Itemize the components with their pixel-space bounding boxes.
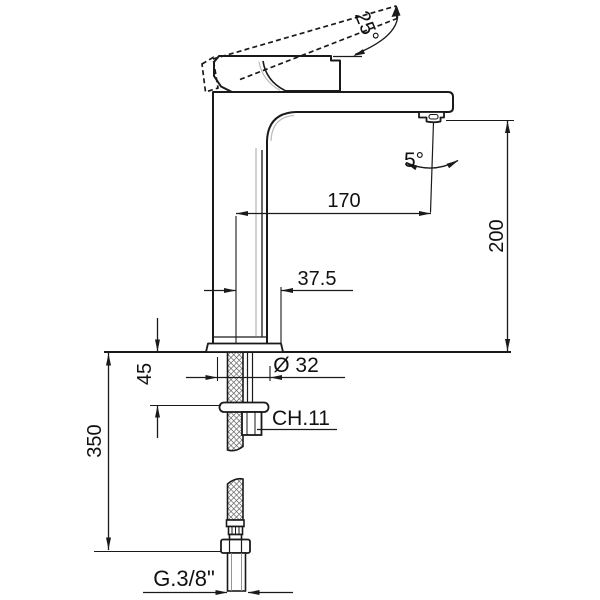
- label-wrench-size: CH.11: [272, 407, 330, 430]
- dim-wrench-size: CH.11: [257, 407, 337, 431]
- dim-spout-angle: 5°: [404, 121, 459, 213]
- thread-end-tube: [226, 552, 247, 592]
- label-spout-reach: 170: [327, 190, 360, 212]
- aerator: [418, 111, 445, 124]
- label-under-counter: 45: [134, 363, 156, 385]
- dim-hose-length: 350: [84, 353, 221, 553]
- dim-spout-reach: 170: [235, 190, 431, 343]
- mounting-washer: [218, 401, 270, 413]
- dim-center-to-edge: 37.5: [204, 268, 353, 343]
- hose-crimp-connector: [225, 519, 245, 541]
- lever-handle: [213, 55, 341, 93]
- label-hole-diameter: Ø 32: [273, 354, 319, 377]
- label-handle-angle: 25°: [350, 8, 383, 46]
- label-thread: G.3/8": [153, 566, 215, 591]
- label-spout-height: 200: [486, 219, 508, 252]
- base-flange: [205, 342, 284, 353]
- dim-thread: G.3/8": [143, 566, 293, 595]
- supply-hose-lower: [226, 477, 244, 521]
- label-spout-angle: 5°: [404, 149, 424, 172]
- label-hose-length: 350: [84, 424, 106, 457]
- mounting-nut: [241, 411, 263, 436]
- label-center-to-edge: 37.5: [298, 268, 337, 290]
- dim-spout-height: 200: [446, 119, 514, 351]
- dim-hole-diameter: Ø 32: [186, 354, 345, 381]
- supply-hose-upper: [226, 351, 254, 452]
- faucet-body: [212, 91, 454, 344]
- dim-handle-angle: 25°: [333, 5, 401, 58]
- dim-under-counter: 45: [134, 318, 221, 438]
- hose-hex-nut: [220, 538, 251, 554]
